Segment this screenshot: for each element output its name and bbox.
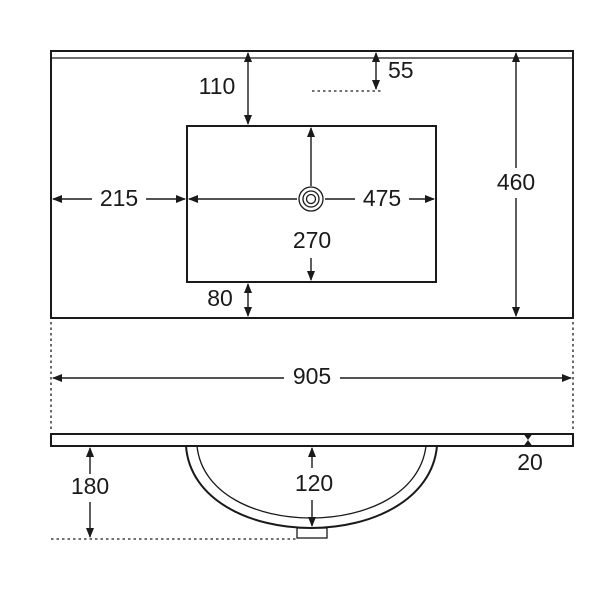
dim-180-label: 180	[71, 473, 109, 499]
dim-20-marker	[523, 433, 533, 440]
elevation-view: 180 120 20	[50, 433, 574, 540]
countertop-outline	[50, 50, 574, 319]
drain-center	[305, 193, 317, 205]
dim-905-label: 905	[293, 363, 331, 389]
waste-outlet	[296, 527, 328, 539]
drain-outer-ring	[298, 186, 324, 212]
dim-20-label: 20	[517, 449, 543, 475]
slab-outline	[50, 433, 574, 447]
dim-55-label: 55	[388, 57, 414, 83]
dim-120-label: 120	[295, 470, 333, 496]
dim-270-label: 270	[293, 227, 331, 253]
dim-80-label: 80	[207, 285, 233, 311]
plan-view: 110 55 460 215 475 270 80	[50, 50, 574, 319]
dim-215-label: 215	[100, 185, 138, 211]
dim-20-marker-lower	[523, 440, 533, 447]
dim-475-label: 475	[363, 185, 401, 211]
overall-width-dimension: 905	[50, 322, 574, 430]
dim-460-label: 460	[497, 169, 535, 195]
dim-110-label: 110	[199, 73, 236, 99]
drain-inner-ring	[302, 190, 320, 208]
basin-outline	[186, 125, 437, 283]
